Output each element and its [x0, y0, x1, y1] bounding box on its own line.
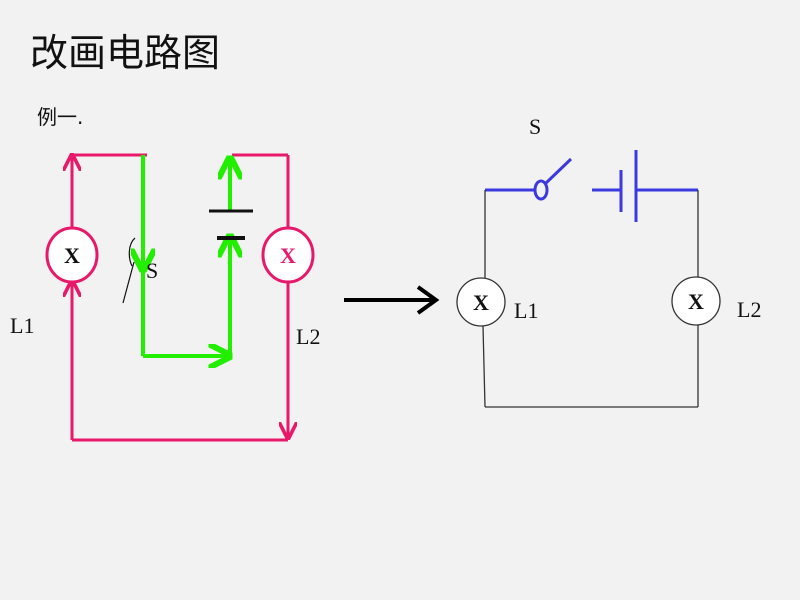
left-battery [209, 209, 253, 240]
left-switch-label: S [146, 258, 158, 283]
right-lamp1-label: L1 [514, 298, 538, 323]
right-top-wire [485, 150, 698, 222]
right-switch-label: S [529, 114, 541, 139]
current-path [143, 155, 230, 356]
right-wires [482, 190, 699, 408]
left-wires [72, 155, 288, 442]
right-lamp2-symbol: X [688, 289, 704, 314]
left-lamp-l1: X [45, 226, 99, 284]
left-circuit: S X X L1 L2 [10, 155, 320, 442]
right-lamp-l1: X [456, 277, 506, 327]
left-lamp1-symbol: X [64, 243, 80, 268]
right-lamp1-symbol: X [473, 290, 489, 315]
example-label: 例一. [37, 105, 84, 129]
transform-arrow [344, 285, 440, 315]
right-switch-contact [533, 179, 549, 201]
right-lamp-l2: X [671, 276, 721, 326]
left-lamp-l2: X [261, 226, 315, 284]
left-lamp2-symbol: X [280, 243, 296, 268]
left-lamp1-label: L1 [10, 313, 34, 338]
page-title: 改画电路图 [30, 31, 221, 75]
left-switch: S [122, 237, 158, 304]
left-lamp2-label: L2 [296, 324, 320, 349]
right-switch-lever [544, 157, 573, 185]
right-circuit: X X S L1 L2 [456, 114, 761, 408]
right-lamp2-label: L2 [737, 297, 761, 322]
